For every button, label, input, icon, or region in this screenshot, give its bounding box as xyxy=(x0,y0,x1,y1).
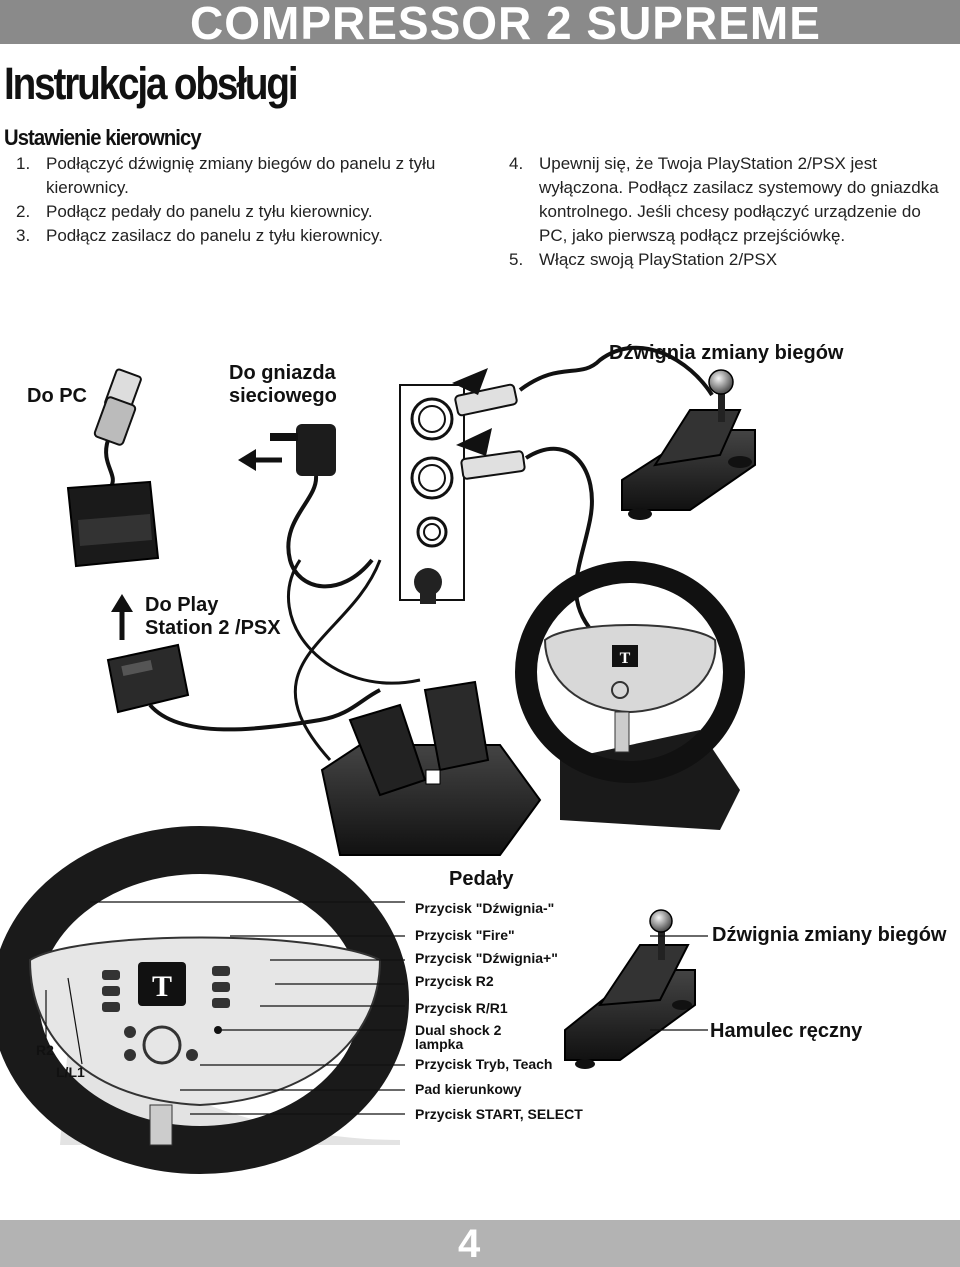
logo-text: T xyxy=(152,970,172,1003)
gear-shifter-closeup-icon xyxy=(564,909,696,1069)
pedals-icon xyxy=(320,680,542,856)
label-dzwignia-top: Dźwignia zmiany biegów xyxy=(609,342,844,364)
connector-icon xyxy=(454,383,518,417)
usb-plug-icon xyxy=(93,368,142,446)
list-item: 3. Podłącz zasilacz do panelu z tyłu kier… xyxy=(16,224,461,248)
label-do-pc: Do PC xyxy=(27,385,87,407)
callout-label: Dual shock 2 xyxy=(415,1022,502,1038)
step-number: 1. xyxy=(16,154,31,173)
pc-adapter-icon xyxy=(66,480,160,568)
callout-label: Przycisk R2 xyxy=(415,973,494,989)
arrow-icon xyxy=(456,428,492,456)
step-text: Podłączyć dźwignię zmiany biegów do pane… xyxy=(46,154,436,197)
connector-icon xyxy=(460,450,526,480)
page-title: Instrukcja obsługi xyxy=(4,58,299,109)
steering-wheel-icon: T xyxy=(515,561,745,830)
ps2-plug-icon xyxy=(106,643,190,714)
step-number: 5. xyxy=(509,250,524,269)
step-number: 4. xyxy=(509,154,524,173)
step-number: 2. xyxy=(16,202,31,221)
list-item: 4. Upewnij się, że Twoja PlayStation 2/PS… xyxy=(509,152,949,248)
callout-label: Pad kierunkowy xyxy=(415,1081,522,1097)
label-l-l1: L/L1 xyxy=(56,1064,85,1080)
callout-label: Przycisk "Fire" xyxy=(415,927,515,943)
callout-label: Przycisk "Dźwignia+" xyxy=(415,950,558,966)
steps-list-left: 1. Podłączyć dźwignię zmiany biegów do pa… xyxy=(16,152,461,248)
back-panel-icon xyxy=(399,384,465,601)
callout-lines xyxy=(45,901,405,1115)
step-text: Włącz swoją PlayStation 2/PSX xyxy=(539,250,778,269)
arrow-icon xyxy=(111,594,133,612)
product-title: COMPRESSOR 2 SUPREME xyxy=(190,0,821,49)
page-number: 4 xyxy=(458,1222,481,1266)
label-sieciowego: sieciowego xyxy=(229,385,337,407)
step-text: Podłącz zasilacz do panelu z tyłu kierow… xyxy=(46,226,384,245)
step-text: Podłącz pedały do panelu z tyłu kierowni… xyxy=(46,202,373,221)
callout-label: Przycisk START, SELECT xyxy=(415,1106,583,1122)
gear-shifter-icon xyxy=(621,369,756,520)
label-dzwignia-bottom: Dźwignia zmiany biegów xyxy=(712,924,947,946)
section-heading: Ustawienie kierownicy xyxy=(4,125,202,150)
label-do-gniazda: Do gniazda xyxy=(229,362,336,384)
list-item: 2. Podłącz pedały do panelu z tyłu kierow… xyxy=(16,200,461,224)
label-hamulec: Hamulec ręczny xyxy=(710,1020,863,1042)
arrow-icon xyxy=(238,449,256,471)
list-item: 1. Podłączyć dźwignię zmiany biegów do pa… xyxy=(16,152,461,200)
label-pedaly: Pedały xyxy=(449,868,514,890)
power-adapter-icon xyxy=(270,424,374,589)
step-text: Upewnij się, że Twoja PlayStation 2/PSX … xyxy=(539,154,939,245)
steering-wheel-closeup-icon: T xyxy=(0,826,409,1174)
footer-bar xyxy=(0,1220,960,1267)
arrow-icon xyxy=(452,368,488,395)
callout-label: Przycisk Tryb, Teach xyxy=(415,1056,553,1072)
callout-label: Przycisk "Dźwignia-" xyxy=(415,900,555,916)
list-item: 5. Włącz swoją PlayStation 2/PSX xyxy=(509,248,949,272)
callout-label: lampka xyxy=(415,1036,464,1052)
steps-list-right: 4. Upewnij się, że Twoja PlayStation 2/PS… xyxy=(509,152,949,272)
logo-text: T xyxy=(620,650,631,667)
step-number: 3. xyxy=(16,226,31,245)
label-do-play: Do Play xyxy=(145,594,219,616)
header-bar xyxy=(0,0,960,44)
callout-label: Przycisk R/R1 xyxy=(415,1000,508,1016)
label-station: Station 2 /PSX xyxy=(145,617,281,639)
plug-icon xyxy=(414,568,442,596)
label-r2: R2 xyxy=(36,1042,54,1058)
